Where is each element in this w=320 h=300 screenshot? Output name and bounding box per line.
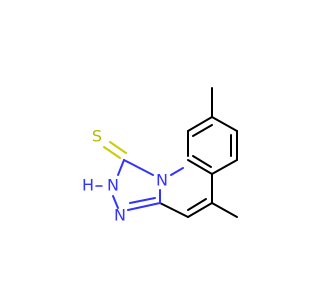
bond-c8-c7 [187, 116, 213, 132]
molecule-structure-diagram: S N H N N [82, 87, 238, 225]
atom-n2-label: N [107, 176, 119, 195]
atom-sulfur-label: S [92, 127, 102, 146]
bond-c1-s-b [109, 141, 127, 154]
bond-c7-c6 [211, 116, 238, 132]
bond-c4a-c8a-inner [192, 155, 212, 168]
bond-c3-c3a [159, 202, 189, 218]
bond-c1-n2 [117, 159, 125, 176]
bond-methyl-bottom [211, 202, 238, 218]
bond-n3-c3a-inner [129, 197, 156, 204]
bond-c4a-c8a [187, 159, 213, 175]
atom-nh-h-label: H [82, 176, 94, 195]
bond-n4-c1 [123, 159, 154, 176]
bond-c5-c4a [211, 159, 238, 175]
bond-n2-n3 [112, 195, 119, 209]
bond-c1-s-a [103, 146, 121, 159]
bond-c4-c3-inner [187, 198, 207, 211]
triazole-ring [112, 159, 161, 211]
bond-n4-c8a [170, 167, 184, 176]
bond-n3-c3a [127, 202, 161, 211]
pyridine-ring [159, 167, 213, 218]
bond-c8-c7-inner [192, 124, 213, 137]
benzene-ring [187, 116, 238, 175]
bond-c4-c3 [187, 202, 213, 218]
atom-n4-label: N [156, 171, 168, 190]
atom-n3-label: N [114, 206, 126, 225]
